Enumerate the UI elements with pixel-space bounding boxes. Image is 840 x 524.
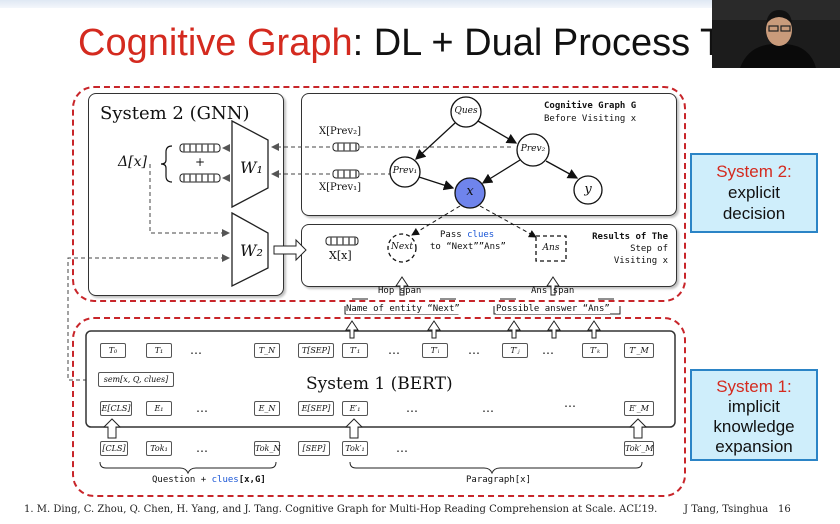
- next-node: Next: [391, 242, 413, 252]
- node-x: x: [466, 184, 474, 199]
- embedding-token: E_N: [254, 401, 280, 416]
- ellipsis: …: [396, 441, 408, 455]
- ellipsis: …: [196, 441, 208, 455]
- node-y: y: [584, 182, 592, 197]
- system2-callout: System 2: explicit decision: [690, 153, 818, 233]
- top-token: T[SEP]: [298, 343, 334, 358]
- ellipsis: …: [406, 401, 418, 415]
- results-line3: Visiting x: [613, 256, 668, 266]
- citation-footnote: 1. M. Ding, C. Zhou, Q. Chen, H. Yang, a…: [24, 504, 658, 515]
- question-label: Question + clues[x,G]: [152, 475, 266, 485]
- top-token: T′_M: [624, 343, 654, 358]
- top-token: T′ᵢ: [422, 343, 448, 358]
- prev2-vector-label: X[Prev₂]: [319, 126, 362, 137]
- pass-line1: Pass clues: [440, 230, 494, 240]
- top-token: T₁: [146, 343, 172, 358]
- results-line1: Results of The: [592, 232, 668, 242]
- top-token: T_N: [254, 343, 280, 358]
- xx-vector-label: X[x]: [329, 249, 352, 262]
- pass-line2: to “Next””Ans”: [430, 242, 506, 252]
- system1-callout-line: knowledge: [713, 417, 795, 436]
- hop-span-label: Hop span: [378, 286, 422, 296]
- title-highlight: Cognitive Graph: [78, 22, 353, 64]
- graph-title: Cognitive Graph G: [544, 101, 637, 111]
- w1-label: W₁: [240, 158, 263, 177]
- embedding-token: E[SEP]: [298, 401, 334, 416]
- slide-title: Cognitive Graph: DL + Dual Process The: [78, 22, 766, 65]
- node-ques: Ques: [454, 106, 478, 116]
- input-token: [SEP]: [298, 441, 330, 456]
- ans-span-label: Ans span: [531, 286, 575, 296]
- input-token: Tok₁: [146, 441, 172, 456]
- input-token: Tok′₁: [342, 441, 368, 456]
- title-rest: : DL + Dual Process The: [352, 22, 766, 64]
- input-token: Tok_N: [254, 441, 280, 456]
- ellipsis: …: [564, 396, 576, 410]
- name-entity-label: Name of entity “Next”: [346, 304, 460, 314]
- system2-dashed-region: [72, 86, 686, 302]
- question-prefix: Question +: [152, 475, 212, 485]
- presenter-video-image: [712, 0, 840, 68]
- bert-title: System 1 (BERT): [306, 374, 453, 394]
- ellipsis: …: [468, 343, 480, 357]
- system1-callout: System 1: implicit knowledge expansion: [690, 369, 818, 461]
- embedding-token: E[CLS]: [100, 401, 132, 416]
- prev1-vector-label: X[Prev₁]: [319, 182, 362, 193]
- webcam-video: [712, 0, 840, 68]
- input-token: [CLS]: [100, 441, 128, 456]
- results-line2: Step of: [630, 244, 668, 254]
- page-number: 16: [778, 504, 791, 515]
- top-token: T′ⱼ: [502, 343, 528, 358]
- author-label: J Tang, Tsinghua: [684, 504, 769, 515]
- ellipsis: …: [482, 401, 494, 415]
- gnn-title: System 2 (GNN): [100, 103, 250, 124]
- top-token: T₀: [100, 343, 126, 358]
- pass-word: Pass: [440, 230, 462, 240]
- embedding-token: E₁: [146, 401, 172, 416]
- system1-callout-line: implicit: [728, 397, 780, 416]
- top-token: T′₁: [342, 343, 368, 358]
- question-clues: clues: [211, 475, 239, 485]
- graph-panel: [301, 93, 677, 216]
- system2-callout-line: explicit: [728, 183, 780, 202]
- top-gradient-bar: [0, 0, 840, 8]
- node-prev1: Prev₁: [392, 166, 418, 176]
- system1-dashed-region: [72, 317, 686, 497]
- embedding-token: E′_M: [624, 401, 654, 416]
- w2-label: W₂: [240, 241, 263, 260]
- possible-answer-label: Possible answer “Ans”: [496, 304, 610, 314]
- ellipsis: …: [196, 401, 208, 415]
- system1-callout-line: expansion: [715, 437, 793, 456]
- embedding-token: E′₁: [342, 401, 368, 416]
- delta-x-label: Δ[x]: [118, 154, 147, 170]
- top-token: T′ₖ: [582, 343, 608, 358]
- system2-callout-line: decision: [722, 204, 786, 223]
- ans-node: Ans: [542, 243, 560, 253]
- ellipsis: …: [388, 343, 400, 357]
- question-suffix: [x,G]: [238, 475, 266, 485]
- system1-callout-title: System 1:: [716, 377, 792, 396]
- input-token: Tok′_M: [624, 441, 654, 456]
- clues-word: clues: [467, 230, 495, 240]
- ellipsis: …: [190, 343, 202, 357]
- paragraph-label: Paragraph[x]: [466, 475, 532, 485]
- node-prev2: Prev₂: [520, 144, 546, 154]
- plus-label: +: [195, 155, 206, 169]
- graph-subtitle: Before Visiting x: [544, 114, 637, 124]
- ellipsis: …: [542, 343, 554, 357]
- sem-token: sem[x, Q, clues]: [98, 372, 174, 387]
- system2-callout-title: System 2:: [716, 162, 792, 181]
- visit-panel: [301, 224, 677, 287]
